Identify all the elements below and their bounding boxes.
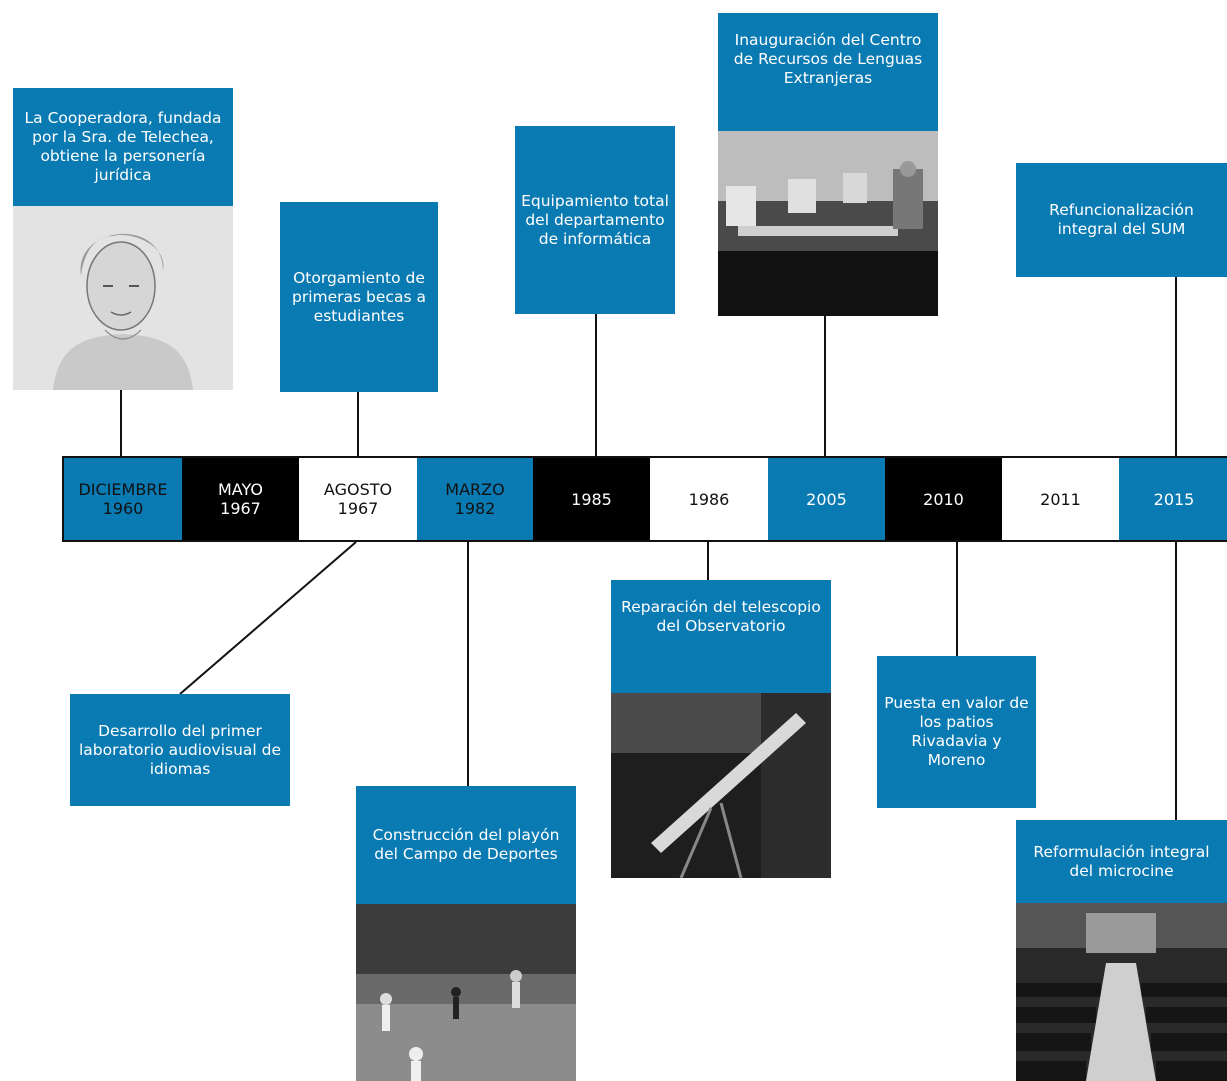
event-playon: Construcción del playón del Campo de Dep… — [356, 786, 576, 904]
event-cooperadora: La Cooperadora, fundada por la Sra. de T… — [13, 88, 233, 206]
event-informatica: Equipamiento total del departamento de i… — [515, 126, 675, 314]
computer-lab-image — [718, 131, 938, 316]
event-microcine: Reformulación integral del microcine — [1016, 820, 1227, 903]
telescope-image — [611, 693, 831, 878]
event-laboratorio: Desarrollo del primer laboratorio audiov… — [70, 694, 290, 806]
year-cell-2005: 2005 — [768, 458, 885, 540]
event-sum: Refuncionalización integral del SUM — [1016, 163, 1227, 277]
event-becas: Otorgamiento de primeras becas a estudia… — [280, 202, 438, 392]
auditorium-image — [1016, 903, 1227, 1081]
year-cell-2010: 2010 — [885, 458, 1002, 540]
year-cell-1985: 1985 — [533, 458, 650, 540]
year-cell-2011: 2011 — [1002, 458, 1119, 540]
event-patios: Puesta en valor de los patios Rivadavia … — [877, 656, 1036, 808]
year-cell-1986: 1986 — [650, 458, 768, 540]
connector-laboratorio — [179, 541, 357, 695]
event-lenguas: Inauguración del Centro de Recursos de L… — [718, 13, 938, 131]
year-cell-2015: 2015 — [1119, 458, 1227, 540]
sports-field-image — [356, 904, 576, 1081]
portrait-sketch-image — [13, 206, 233, 390]
event-telescopio: Reparación del telescopio del Observator… — [611, 580, 831, 693]
